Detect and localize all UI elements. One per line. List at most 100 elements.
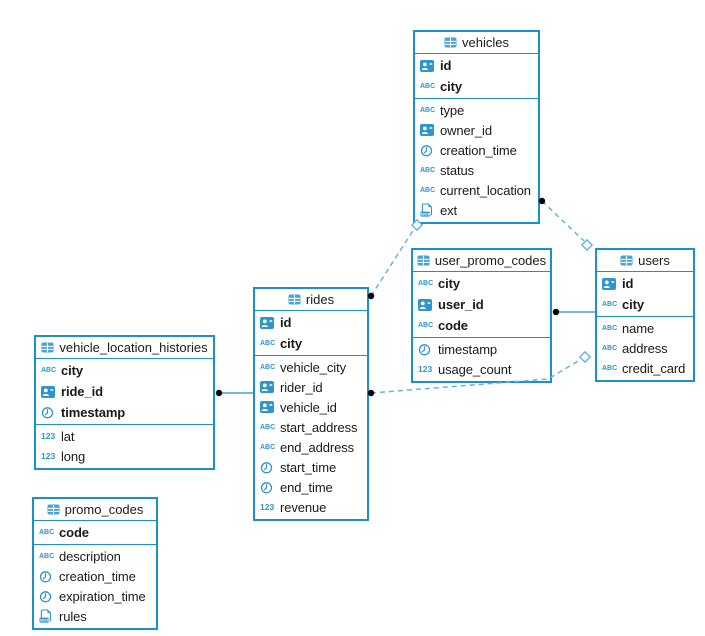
field-row-id[interactable]: id — [597, 273, 693, 294]
field-row-owner_id[interactable]: owner_id — [415, 120, 538, 140]
field-label: address — [622, 340, 668, 356]
string-icon: ABC — [420, 186, 436, 194]
string-icon: ABC — [602, 324, 618, 332]
field-label: start_address — [280, 419, 358, 435]
field-label: city — [61, 363, 84, 378]
timestamp-icon — [260, 461, 280, 474]
field-label: user_id — [438, 297, 484, 312]
string-icon: ABC — [260, 423, 276, 431]
entity-title: rides — [305, 292, 335, 307]
field-row-vehicle_id[interactable]: vehicle_id — [255, 397, 367, 417]
uuid-icon — [260, 401, 280, 413]
svg-text:JSON: JSON — [39, 617, 50, 622]
uuid-icon — [420, 59, 440, 72]
uuid-icon — [41, 385, 61, 398]
relation-vehicle_location_histories-to-rides[interactable] — [215, 389, 253, 397]
field-row-timestamp[interactable]: timestamp — [36, 402, 213, 423]
entity-header-vehicles[interactable]: vehicles — [415, 32, 538, 54]
field-row-expiration_time[interactable]: expiration_time — [34, 586, 156, 606]
field-row-ride_id[interactable]: ride_id — [36, 381, 213, 402]
field-label: start_time — [280, 459, 337, 475]
entity-header-users[interactable]: users — [597, 250, 693, 272]
field-label: vehicle_city — [280, 359, 346, 375]
string-icon: ABC — [420, 166, 436, 174]
uuid-icon — [418, 298, 438, 311]
field-row-timestamp[interactable]: timestamp — [413, 339, 550, 359]
number-icon: 123 — [41, 430, 56, 441]
field-row-creation_time[interactable]: creation_time — [415, 140, 538, 160]
relation-endpoint-dot — [552, 308, 560, 316]
field-row-user_id[interactable]: user_id — [413, 294, 550, 315]
field-row-start_address[interactable]: ABC start_address — [255, 417, 367, 437]
timestamp-icon — [260, 481, 280, 494]
field-row-end_time[interactable]: end_time — [255, 477, 367, 497]
uuid-icon — [420, 124, 440, 136]
entity-title: users — [638, 253, 670, 268]
field-label: expiration_time — [59, 588, 146, 604]
relation-user_promo_codes-to-users[interactable] — [552, 308, 595, 316]
field-row-rider_id[interactable]: rider_id — [255, 377, 367, 397]
field-label: current_location — [440, 182, 531, 198]
entity-header-rides[interactable]: rides — [255, 289, 367, 311]
svg-text:JSON: JSON — [420, 211, 431, 216]
field-label: credit_card — [622, 360, 686, 376]
entity-header-promo_codes[interactable]: promo_codes — [34, 499, 156, 521]
string-icon: ABC — [420, 83, 436, 90]
string-icon: ABC — [39, 529, 55, 536]
field-row-vehicle_city[interactable]: ABC vehicle_city — [255, 357, 367, 377]
relation-line[interactable] — [541, 200, 585, 242]
field-row-creation_time[interactable]: creation_time — [34, 566, 156, 586]
field-row-start_time[interactable]: start_time — [255, 457, 367, 477]
field-row-id[interactable]: id — [255, 312, 367, 333]
relation-line[interactable] — [370, 228, 415, 297]
table-icon — [620, 255, 633, 266]
json-icon: JSON — [420, 203, 440, 217]
table-icon — [417, 255, 430, 266]
entity-header-vehicle_location_histories[interactable]: vehicle_location_histories — [36, 337, 213, 359]
field-row-id[interactable]: id — [415, 55, 538, 76]
field-label: name — [622, 320, 655, 336]
field-label: id — [280, 315, 292, 330]
table-icon — [444, 37, 457, 48]
field-row-current_location[interactable]: ABC current_location — [415, 180, 538, 200]
timestamp-icon — [41, 406, 61, 419]
field-label: id — [622, 276, 634, 291]
string-icon: ABC — [260, 363, 276, 371]
field-row-name[interactable]: ABC name — [597, 318, 693, 338]
relation-endpoint-diamond — [578, 350, 592, 364]
entity-header-user_promo_codes[interactable]: user_promo_codes — [413, 250, 550, 272]
table-icon — [288, 294, 301, 305]
timestamp-icon — [420, 144, 440, 157]
relation-vehicles-to-users[interactable] — [538, 197, 594, 252]
